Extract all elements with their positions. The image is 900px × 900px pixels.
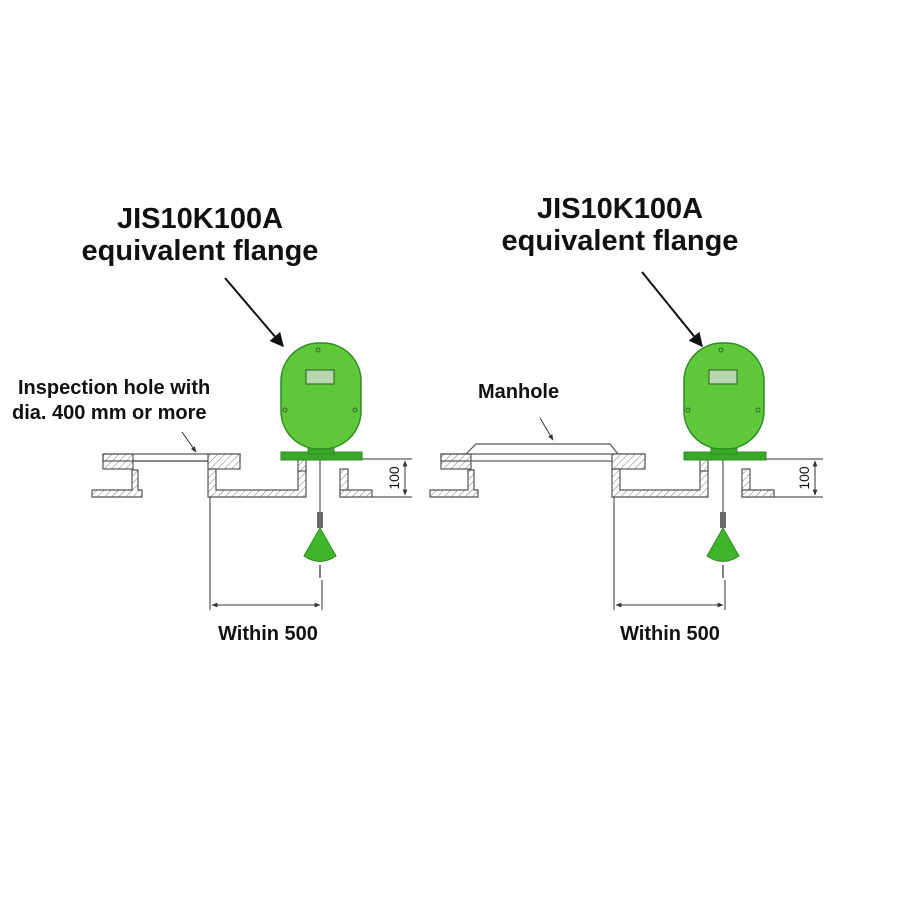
- right-sensor-display: [708, 369, 738, 385]
- manhole-cover: [465, 443, 619, 455]
- left-height-value: 100: [386, 466, 402, 490]
- right-tank-roof: [429, 443, 775, 498]
- right-sensor: [683, 342, 767, 578]
- left-flange-label-line1: JIS10K100A: [117, 203, 283, 235]
- right-sensor-weight: [706, 526, 740, 562]
- left-height-dimension: 100: [362, 458, 412, 498]
- left-sensor: [280, 342, 363, 578]
- right-flange-label-line2: equivalent flange: [502, 225, 739, 257]
- left-tank-roof: [91, 453, 373, 498]
- right-opening-label: Manhole: [478, 381, 559, 403]
- left-sensor-housing: [280, 342, 362, 450]
- left-opening-leader-arrow: [181, 431, 197, 453]
- left-sensor-weight: [303, 526, 337, 562]
- left-flange-leader-arrow: [224, 277, 284, 348]
- left-panel: JIS10K100A equivalent flange Inspection …: [12, 203, 412, 645]
- right-sensor-housing: [683, 342, 765, 450]
- right-height-dimension: 100: [766, 458, 823, 498]
- right-opening-leader-arrow: [539, 417, 554, 441]
- left-distance-dimension: Within 500: [209, 497, 323, 645]
- right-flange-label-line1: JIS10K100A: [537, 193, 703, 225]
- left-sensor-display: [305, 369, 335, 385]
- right-distance-dimension: Within 500: [613, 497, 726, 645]
- left-distance-label: Within 500: [218, 623, 318, 645]
- right-height-value: 100: [796, 466, 812, 490]
- right-panel: JIS10K100A equivalent flange Manhole: [429, 193, 823, 645]
- left-opening-label-line2: dia. 400 mm or more: [12, 402, 207, 424]
- right-distance-label: Within 500: [620, 623, 720, 645]
- right-flange-leader-arrow: [641, 271, 703, 348]
- left-opening-label-line1: Inspection hole with: [18, 377, 210, 399]
- left-flange-label-line2: equivalent flange: [82, 235, 319, 267]
